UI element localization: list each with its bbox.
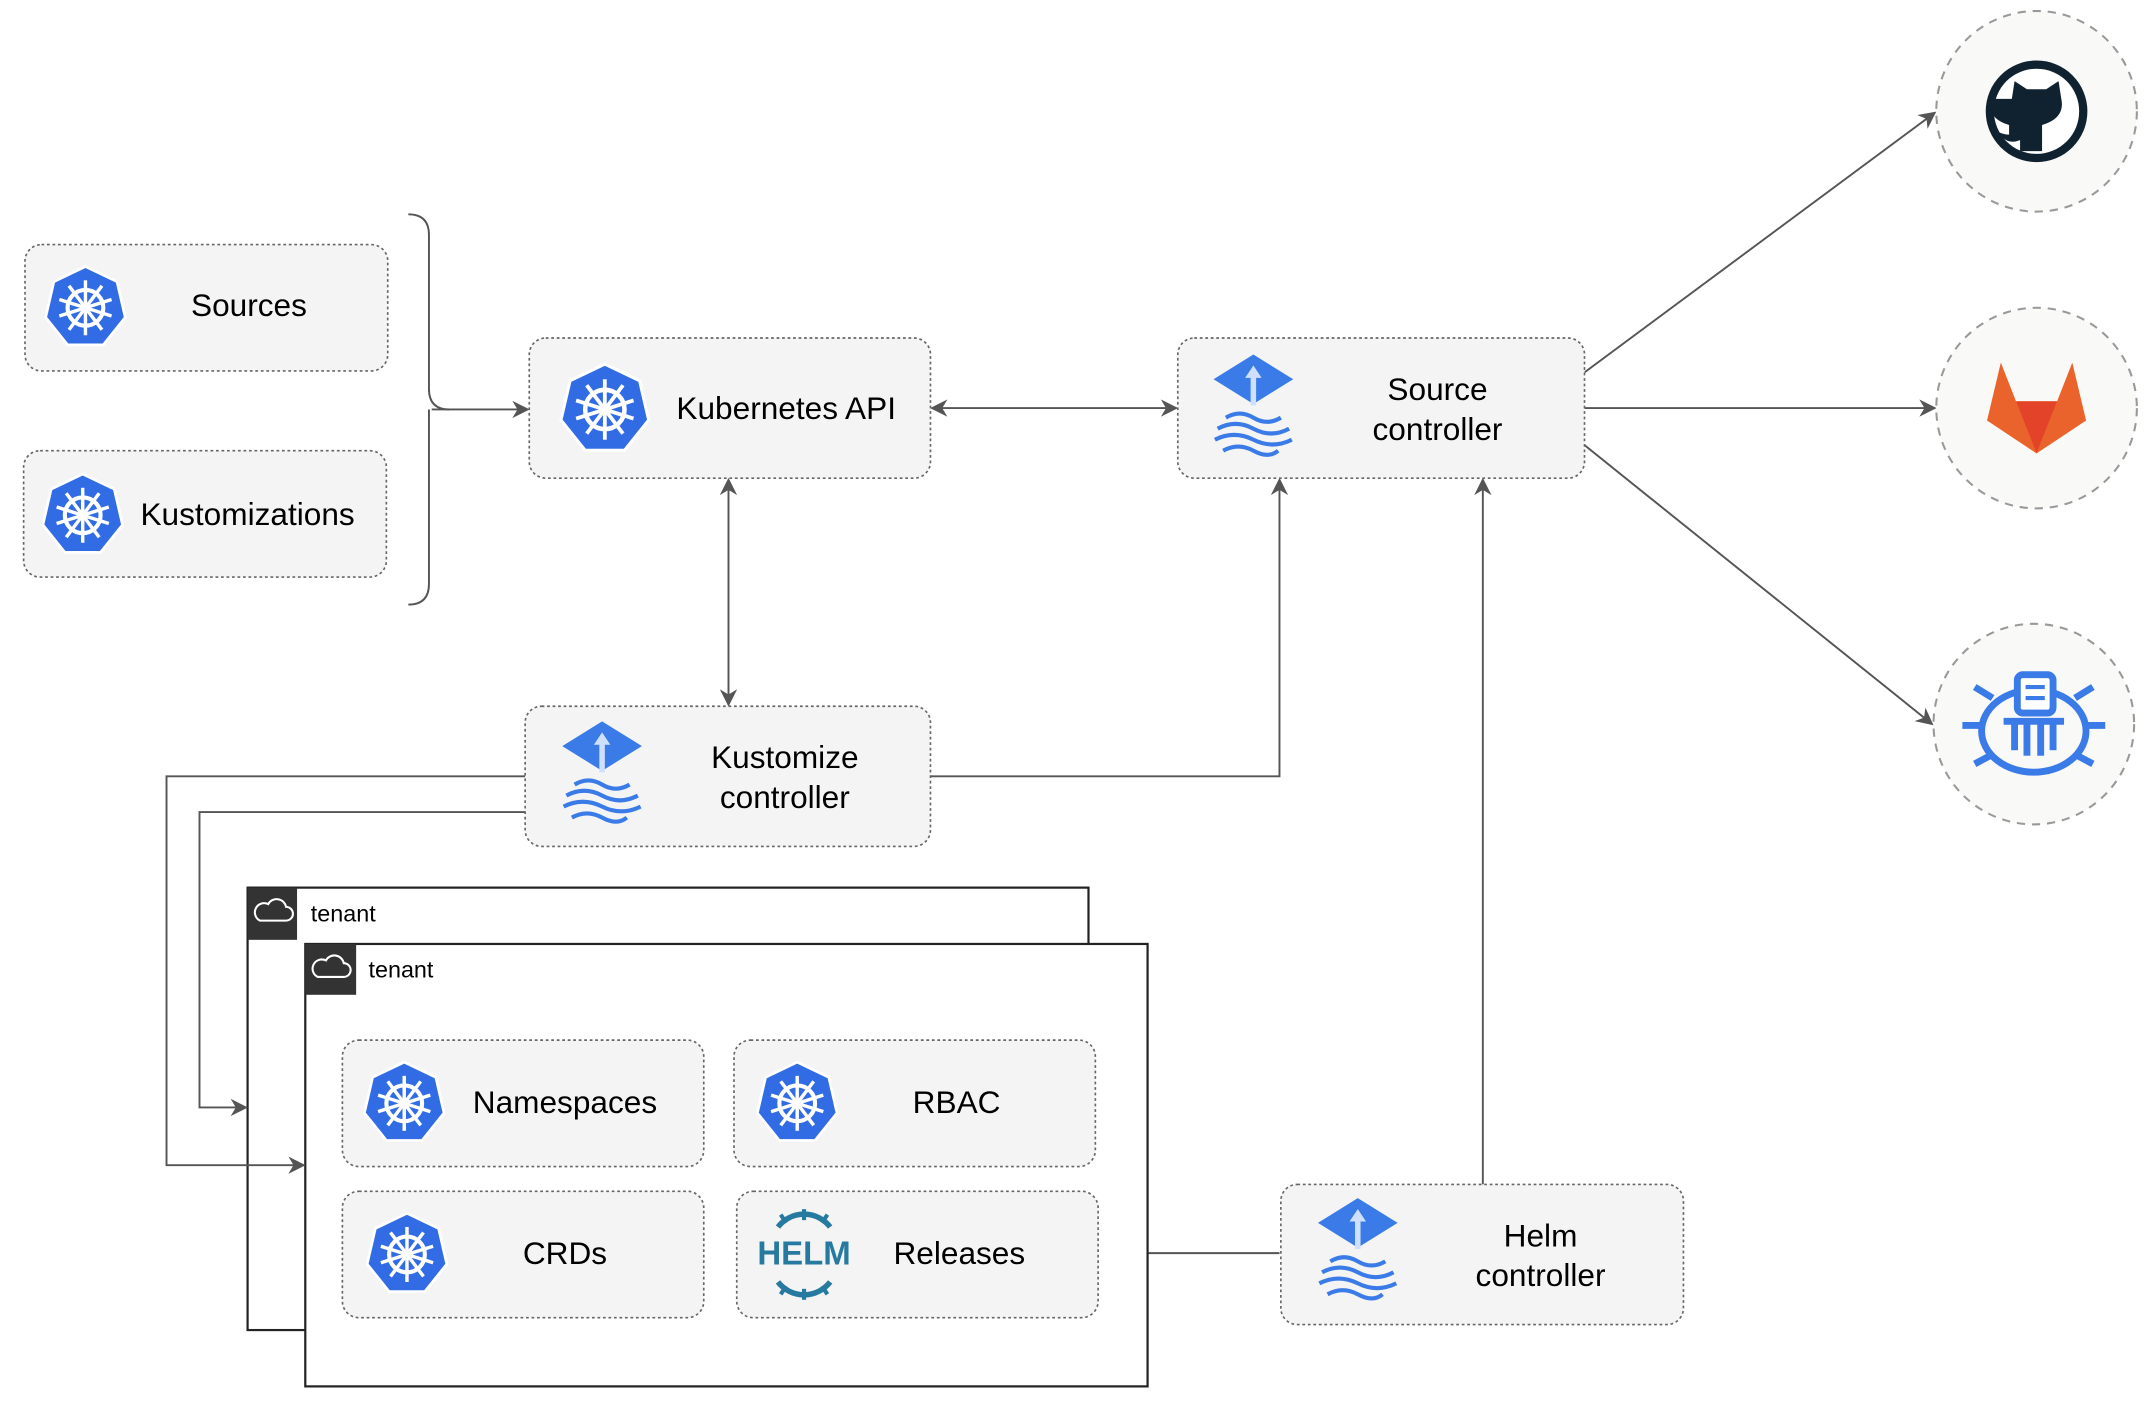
node-label: RBAC: [913, 1084, 1001, 1120]
edge-kustomize-to-source: [930, 477, 1289, 778]
node-label: controller: [1476, 1257, 1606, 1293]
node-releases[interactable]: HELM Releases: [735, 1190, 1099, 1319]
edge-source-to-chartmuseum: [1583, 444, 1934, 726]
tenant-label: tenant: [311, 900, 376, 926]
helm-icon: HELM: [757, 1209, 851, 1300]
brace: [408, 213, 450, 606]
cloud-icon: [253, 898, 294, 922]
node-label: Helm: [1504, 1217, 1578, 1253]
node-kustomizations[interactable]: Kustomizations: [22, 449, 388, 578]
node-source-controller[interactable]: Source controller: [1176, 337, 1586, 479]
node-label: controller: [1373, 411, 1503, 447]
gitlab-node[interactable]: [1935, 306, 2138, 510]
node-label: controller: [720, 779, 850, 815]
edge-source-to-github: [1583, 111, 1937, 374]
node-label: Releases: [893, 1235, 1025, 1271]
node-rbac[interactable]: RBAC: [733, 1039, 1097, 1168]
node-label: CRDs: [523, 1235, 607, 1271]
node-namespaces[interactable]: Namespaces: [341, 1039, 705, 1168]
github-node[interactable]: [1935, 9, 2138, 213]
node-helm-controller[interactable]: Helm controller: [1280, 1183, 1685, 1326]
gitlab-icon: [1987, 362, 2087, 454]
node-kustomize-controller[interactable]: Kustomize controller: [524, 705, 932, 848]
node-label: Kubernetes API: [676, 390, 896, 426]
node-label: Kustomize: [711, 739, 858, 775]
helm-logo-text: HELM: [757, 1235, 850, 1272]
node-kubernetes-api[interactable]: Kubernetes API: [528, 337, 932, 479]
chartmuseum-node[interactable]: [1932, 622, 2136, 826]
cloud-icon: [311, 954, 352, 978]
node-sources[interactable]: Sources: [24, 243, 389, 372]
node-label: Namespaces: [473, 1084, 657, 1120]
node-label: Sources: [191, 287, 307, 323]
tenant-label: tenant: [369, 957, 434, 983]
github-icon: [1985, 60, 2088, 163]
node-label: Source: [1387, 371, 1487, 407]
edge-kustomize-to-tenant-back: [198, 811, 526, 1117]
node-label: Kustomizations: [140, 496, 354, 532]
chartmuseum-icon: [1962, 671, 2106, 776]
edge-kustomize-to-tenant-front: [165, 775, 526, 1174]
node-crds[interactable]: CRDs: [341, 1190, 705, 1319]
